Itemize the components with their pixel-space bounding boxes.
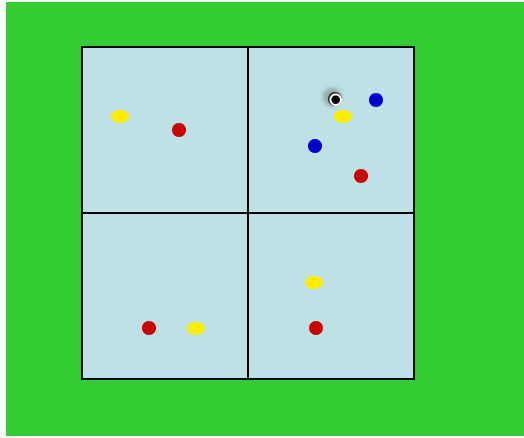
yellow-marker — [187, 322, 205, 335]
yellow-marker — [111, 110, 129, 123]
blue-marker — [308, 139, 322, 153]
zone-grid — [81, 46, 415, 380]
blue-marker — [369, 93, 383, 107]
red-marker — [309, 321, 323, 335]
yellow-marker — [305, 276, 323, 289]
yellow-marker — [334, 110, 352, 123]
zone-bottom-right — [247, 212, 415, 380]
red-marker — [354, 169, 368, 183]
red-marker — [172, 123, 186, 137]
zone-bottom-left — [81, 212, 249, 380]
red-marker — [142, 321, 156, 335]
soccer-ball-icon — [328, 92, 342, 106]
zone-top-right — [247, 46, 415, 214]
game-field — [6, 2, 524, 436]
zone-top-left — [81, 46, 249, 214]
